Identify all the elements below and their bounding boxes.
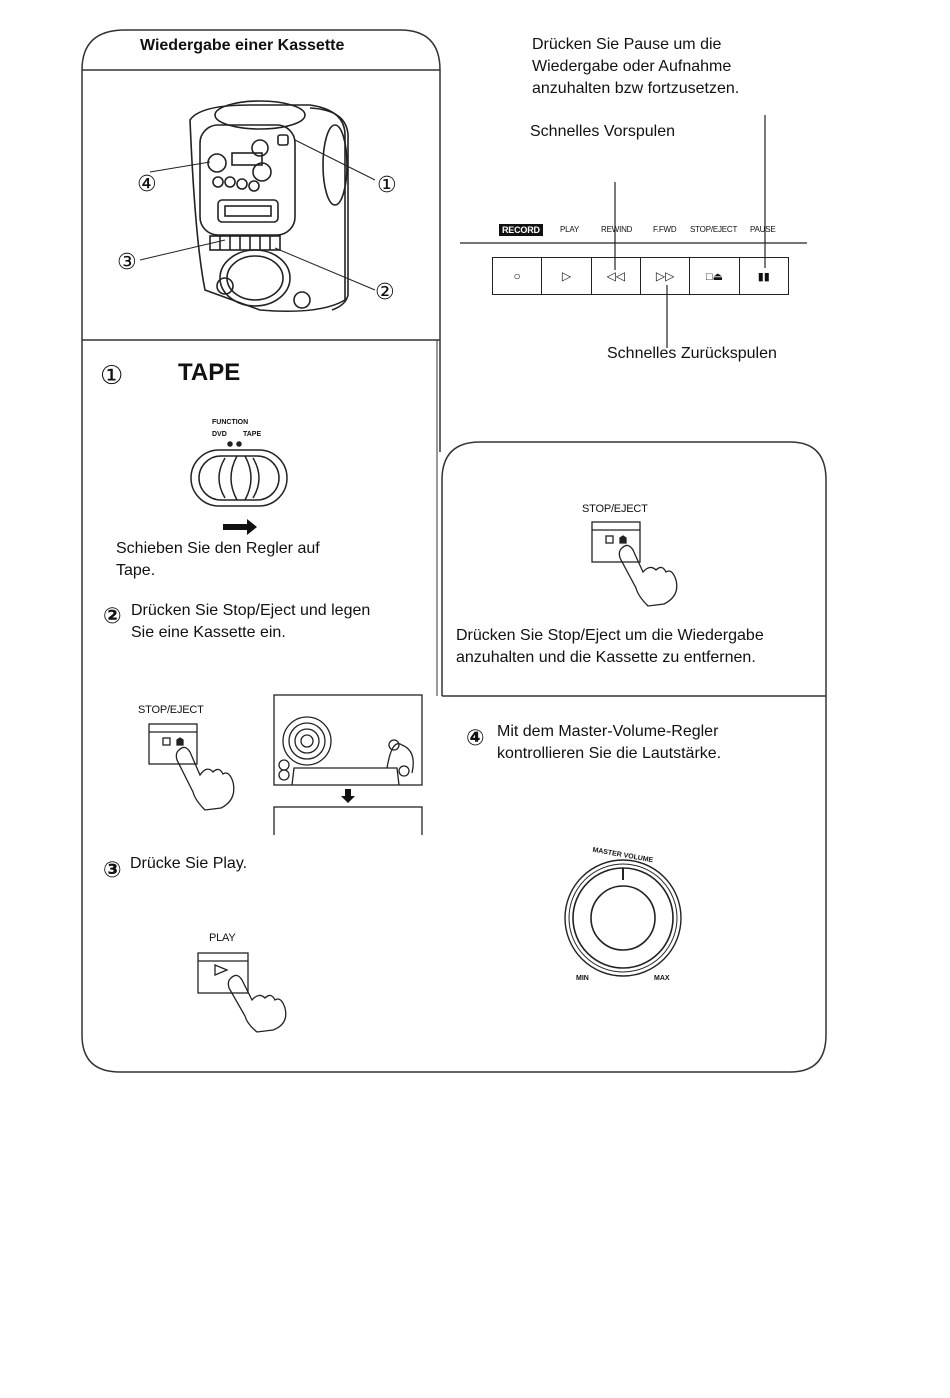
- dvd-label: DVD: [212, 431, 227, 438]
- step3-number: ③: [103, 857, 122, 882]
- play-button-press-icon: [197, 952, 287, 1033]
- play-label: PLAY: [560, 225, 580, 234]
- device-marker-1: ①: [377, 172, 397, 197]
- play-button[interactable]: ▷: [542, 257, 592, 295]
- ffwd-button[interactable]: ▷▷: [640, 257, 691, 295]
- stop-eject-button[interactable]: □⏏: [690, 257, 740, 295]
- ffwd-label: F.FWD: [653, 225, 677, 234]
- stop-eject-label: STOP/EJECT: [690, 225, 738, 234]
- function-label: FUNCTION: [212, 419, 249, 426]
- section-title: Wiedergabe einer Kassette: [140, 37, 345, 54]
- rewind-callout: Schnelles Zurückspulen: [607, 345, 777, 362]
- min-label: MIN: [576, 975, 589, 982]
- step4-number: ④: [466, 725, 485, 750]
- rewind-label: REWIND: [601, 225, 633, 234]
- cassette-player-illustration: [139, 100, 376, 312]
- pause-label: PAUSE: [750, 225, 776, 234]
- step2-button-label: STOP/EJECT: [138, 704, 204, 716]
- device-marker-3: ③: [117, 249, 137, 274]
- step2-text: Drücken Sie Stop/Eject und legen Sie ein…: [131, 602, 371, 641]
- stop-eject-press-icon: [591, 521, 678, 607]
- max-label: MAX: [654, 975, 670, 982]
- cassette-insert-icon: [273, 694, 423, 835]
- step1-number: ①: [100, 360, 124, 390]
- fast-forward-callout: Schnelles Vorspulen: [530, 123, 675, 140]
- pause-callout: Drücken Sie Pause um die Wiedergabe oder…: [532, 36, 740, 97]
- stop-box-text: Drücken Sie Stop/Eject um die Wiedergabe…: [456, 627, 764, 666]
- tape-label: TAPE: [243, 431, 262, 438]
- step2-number: ②: [103, 603, 122, 628]
- function-slider-icon: [190, 441, 288, 535]
- volume-knob-icon: [564, 859, 682, 977]
- transport-buttons: ○ ▷ ◁◁ ▷▷ □⏏ ▮▮: [492, 257, 789, 295]
- step2-button-press-icon: [148, 723, 235, 811]
- rewind-button[interactable]: ◁◁: [591, 257, 641, 295]
- device-marker-4: ④: [137, 171, 157, 196]
- record-button[interactable]: ○: [492, 257, 543, 295]
- device-marker-2: ②: [375, 279, 395, 304]
- step1-text: Schieben Sie den Regler auf Tape.: [116, 540, 320, 579]
- pause-button[interactable]: ▮▮: [739, 257, 789, 295]
- stop-box-button-label: STOP/EJECT: [582, 503, 648, 515]
- step3-button-label: PLAY: [209, 932, 236, 944]
- step3-text: Drücke Sie Play.: [130, 855, 248, 872]
- callout-lines: [460, 115, 807, 348]
- step1-heading: TAPE: [178, 359, 241, 386]
- step4-text: Mit dem Master-Volume-Regler kontrollier…: [497, 723, 722, 762]
- record-label: RECORD: [499, 224, 543, 236]
